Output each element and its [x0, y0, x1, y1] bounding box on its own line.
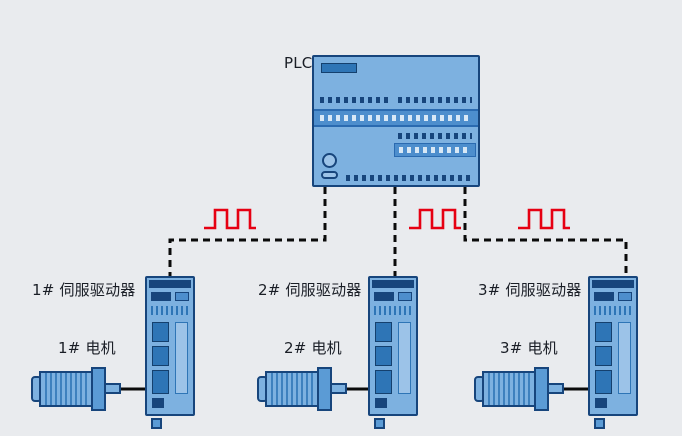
drive-connector-block [152, 370, 169, 394]
square-wave [204, 208, 256, 230]
motor-fins [45, 373, 87, 405]
motor-fins [271, 373, 313, 405]
plc-terminal-row [398, 97, 472, 103]
square-wave [409, 208, 461, 230]
plc-connector-slot [321, 171, 338, 179]
drive-vent [594, 306, 632, 315]
servo-drive-1-label: 1# 伺服驱动器 [32, 281, 136, 299]
drive-top-strip [592, 280, 634, 288]
motor-flange [91, 367, 106, 411]
plc-device [312, 55, 480, 187]
pulse-signal-icon [409, 208, 461, 230]
drive-foot-terminal [151, 418, 162, 429]
motor-shaft [547, 383, 564, 394]
drive-bottom-terminal [595, 398, 607, 408]
drive-connector-block [595, 346, 612, 366]
motor-1 [31, 367, 121, 411]
drive-connector-block [152, 322, 169, 342]
drive-buttons [175, 292, 189, 301]
plc-terminal-row [398, 133, 472, 139]
plc-to-drive3-dashed-line [463, 187, 628, 278]
servo-drive-3 [588, 276, 638, 429]
drive-side-panel [398, 322, 411, 394]
drive-bottom-terminal [375, 398, 387, 408]
motor-flange [534, 367, 549, 411]
motor-3-label: 3# 电机 [500, 339, 558, 357]
motor-shaft [104, 383, 121, 394]
motor-flange [317, 367, 332, 411]
drive-connector-block [375, 370, 392, 394]
drive-side-panel [175, 322, 188, 394]
motor-fins [488, 373, 530, 405]
plc-terminal-ticks [320, 115, 472, 121]
drive-top-strip [149, 280, 191, 288]
motor-1-label: 1# 电机 [58, 339, 116, 357]
drive-display [594, 292, 614, 301]
plc-logo-chip [321, 63, 357, 73]
drive-vent [374, 306, 412, 315]
plc-round-port-icon [322, 153, 337, 168]
pulse-signal-icon [518, 208, 570, 230]
drive-display [374, 292, 394, 301]
servo-drive-1 [145, 276, 195, 429]
plc-terminal-band [394, 143, 476, 157]
drive-bottom-terminal [152, 398, 164, 408]
drive-buttons [618, 292, 632, 301]
drive-side-panel [618, 322, 631, 394]
drive-connector-block [375, 346, 392, 366]
plc-label: PLC [284, 54, 313, 72]
drive-top-strip [372, 280, 414, 288]
drive-foot-terminal [374, 418, 385, 429]
motor-3 [474, 367, 564, 411]
motor-2-label: 2# 电机 [284, 339, 342, 357]
servo-drive-2 [368, 276, 418, 429]
drive-buttons [398, 292, 412, 301]
drive-connector-block [152, 346, 169, 366]
plc-to-drive1-dashed-line [168, 187, 327, 278]
plc-terminal-row [346, 175, 472, 181]
plc-terminal-band [314, 109, 478, 127]
motor-shaft [330, 383, 347, 394]
motor-2 [257, 367, 347, 411]
plc-terminal-ticks [399, 147, 471, 153]
drive-connector-block [595, 370, 612, 394]
servo-drive-3-label: 3# 伺服驱动器 [478, 281, 582, 299]
drive-vent [151, 306, 189, 315]
drive-connector-block [595, 322, 612, 342]
drive-display [151, 292, 171, 301]
pulse-signal-icon [204, 208, 256, 230]
servo-drive-2-label: 2# 伺服驱动器 [258, 281, 362, 299]
drive-connector-block [375, 322, 392, 342]
plc-terminal-row [320, 97, 390, 103]
drive-foot-terminal [594, 418, 605, 429]
square-wave [518, 208, 570, 230]
